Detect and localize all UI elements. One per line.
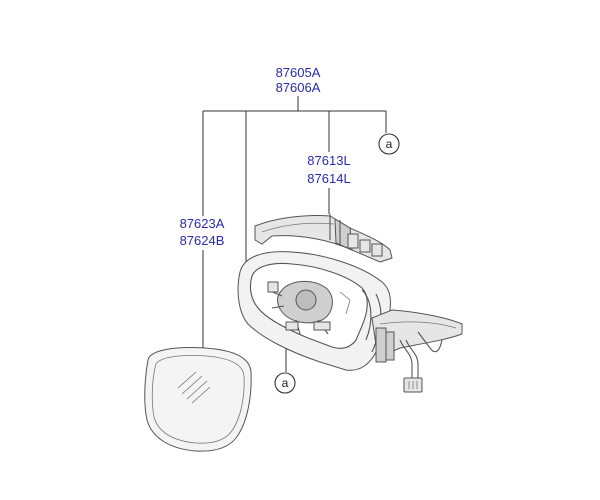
label-87624b[interactable]: 87624B <box>180 233 225 248</box>
callout-a-bottom-text: a <box>282 376 289 390</box>
mirror-housing[interactable] <box>237 251 391 371</box>
label-87605a[interactable]: 87605A <box>276 65 321 80</box>
leader-lines <box>202 96 387 372</box>
label-87613l[interactable]: 87613L <box>307 153 350 168</box>
label-87623a[interactable]: 87623A <box>180 216 225 231</box>
housing-internal-mechanism <box>267 281 351 335</box>
label-87606a[interactable]: 87606A <box>276 80 321 95</box>
mirror-glass[interactable] <box>144 347 252 452</box>
callout-a-bottom[interactable]: a <box>274 372 296 394</box>
glass-reflection-lines <box>177 371 211 404</box>
callout-a-top[interactable]: a <box>378 133 400 155</box>
label-87614l[interactable]: 87614L <box>307 171 350 186</box>
turn-signal-repeater[interactable] <box>254 214 393 263</box>
callout-a-top-text: a <box>386 137 393 151</box>
mirror-base-bracket[interactable] <box>371 309 463 393</box>
